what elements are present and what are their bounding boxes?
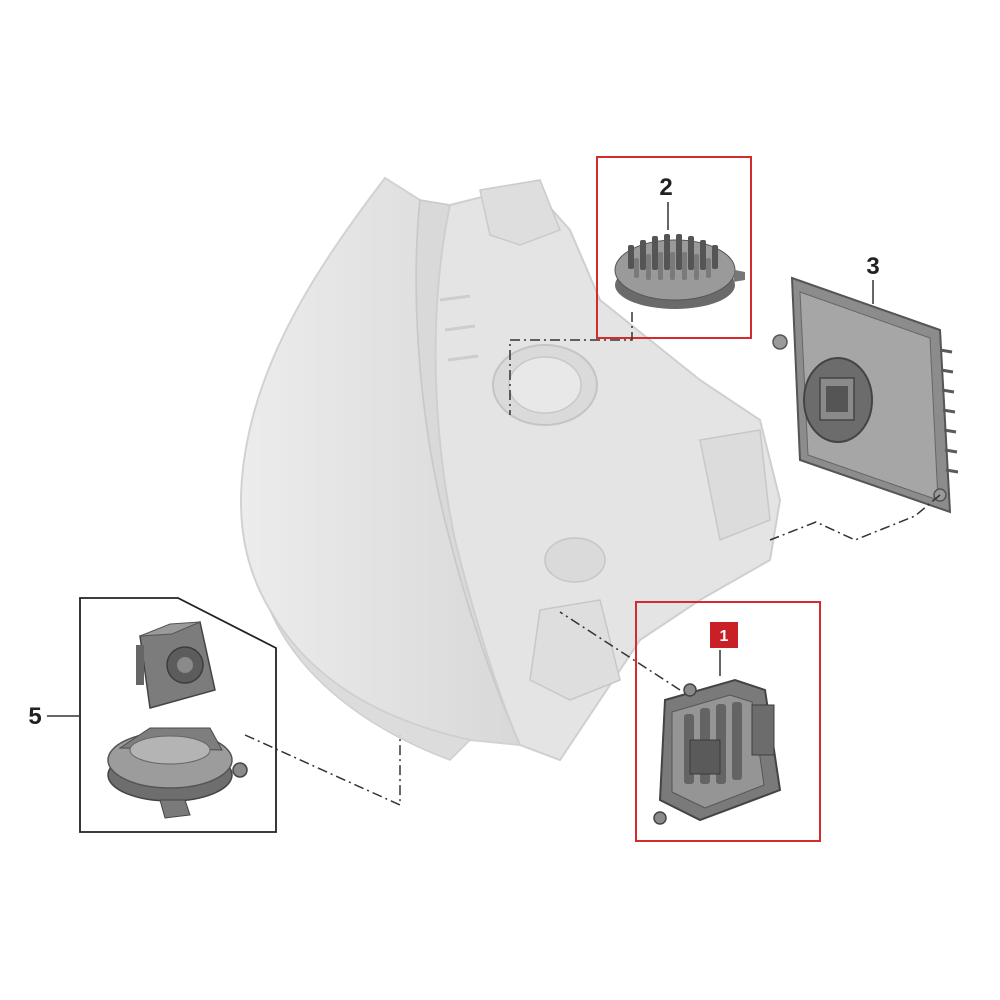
part-3-dash-leader (769, 494, 941, 541)
part-1-badge (710, 622, 738, 648)
part-2-label: 2 (659, 174, 672, 201)
level-motor-unit (136, 621, 216, 709)
socket-cap-unit (107, 727, 248, 819)
part-5-group-frame (79, 597, 277, 833)
ballast-unit (772, 276, 959, 514)
part-3-group[interactable]: 3 (772, 253, 959, 514)
led-driver-module (653, 678, 782, 825)
part-5-label: 5 (28, 703, 41, 730)
part-2-dash-leader (509, 312, 633, 415)
part-2-group[interactable]: 2 (596, 156, 752, 339)
part-5-group[interactable]: 5 (28, 597, 277, 833)
part-1-highlight-frame (635, 601, 821, 842)
part-2-highlight-frame (596, 156, 752, 339)
part-3-label: 3 (866, 253, 879, 280)
heatsink-module (614, 234, 745, 309)
headlight-housing (240, 176, 782, 762)
part-1-dash-leader (559, 611, 681, 691)
part-5-dash-leader (244, 734, 401, 807)
part-1-label: 1 (720, 628, 729, 645)
part-1-group[interactable]: 1 (635, 601, 821, 842)
